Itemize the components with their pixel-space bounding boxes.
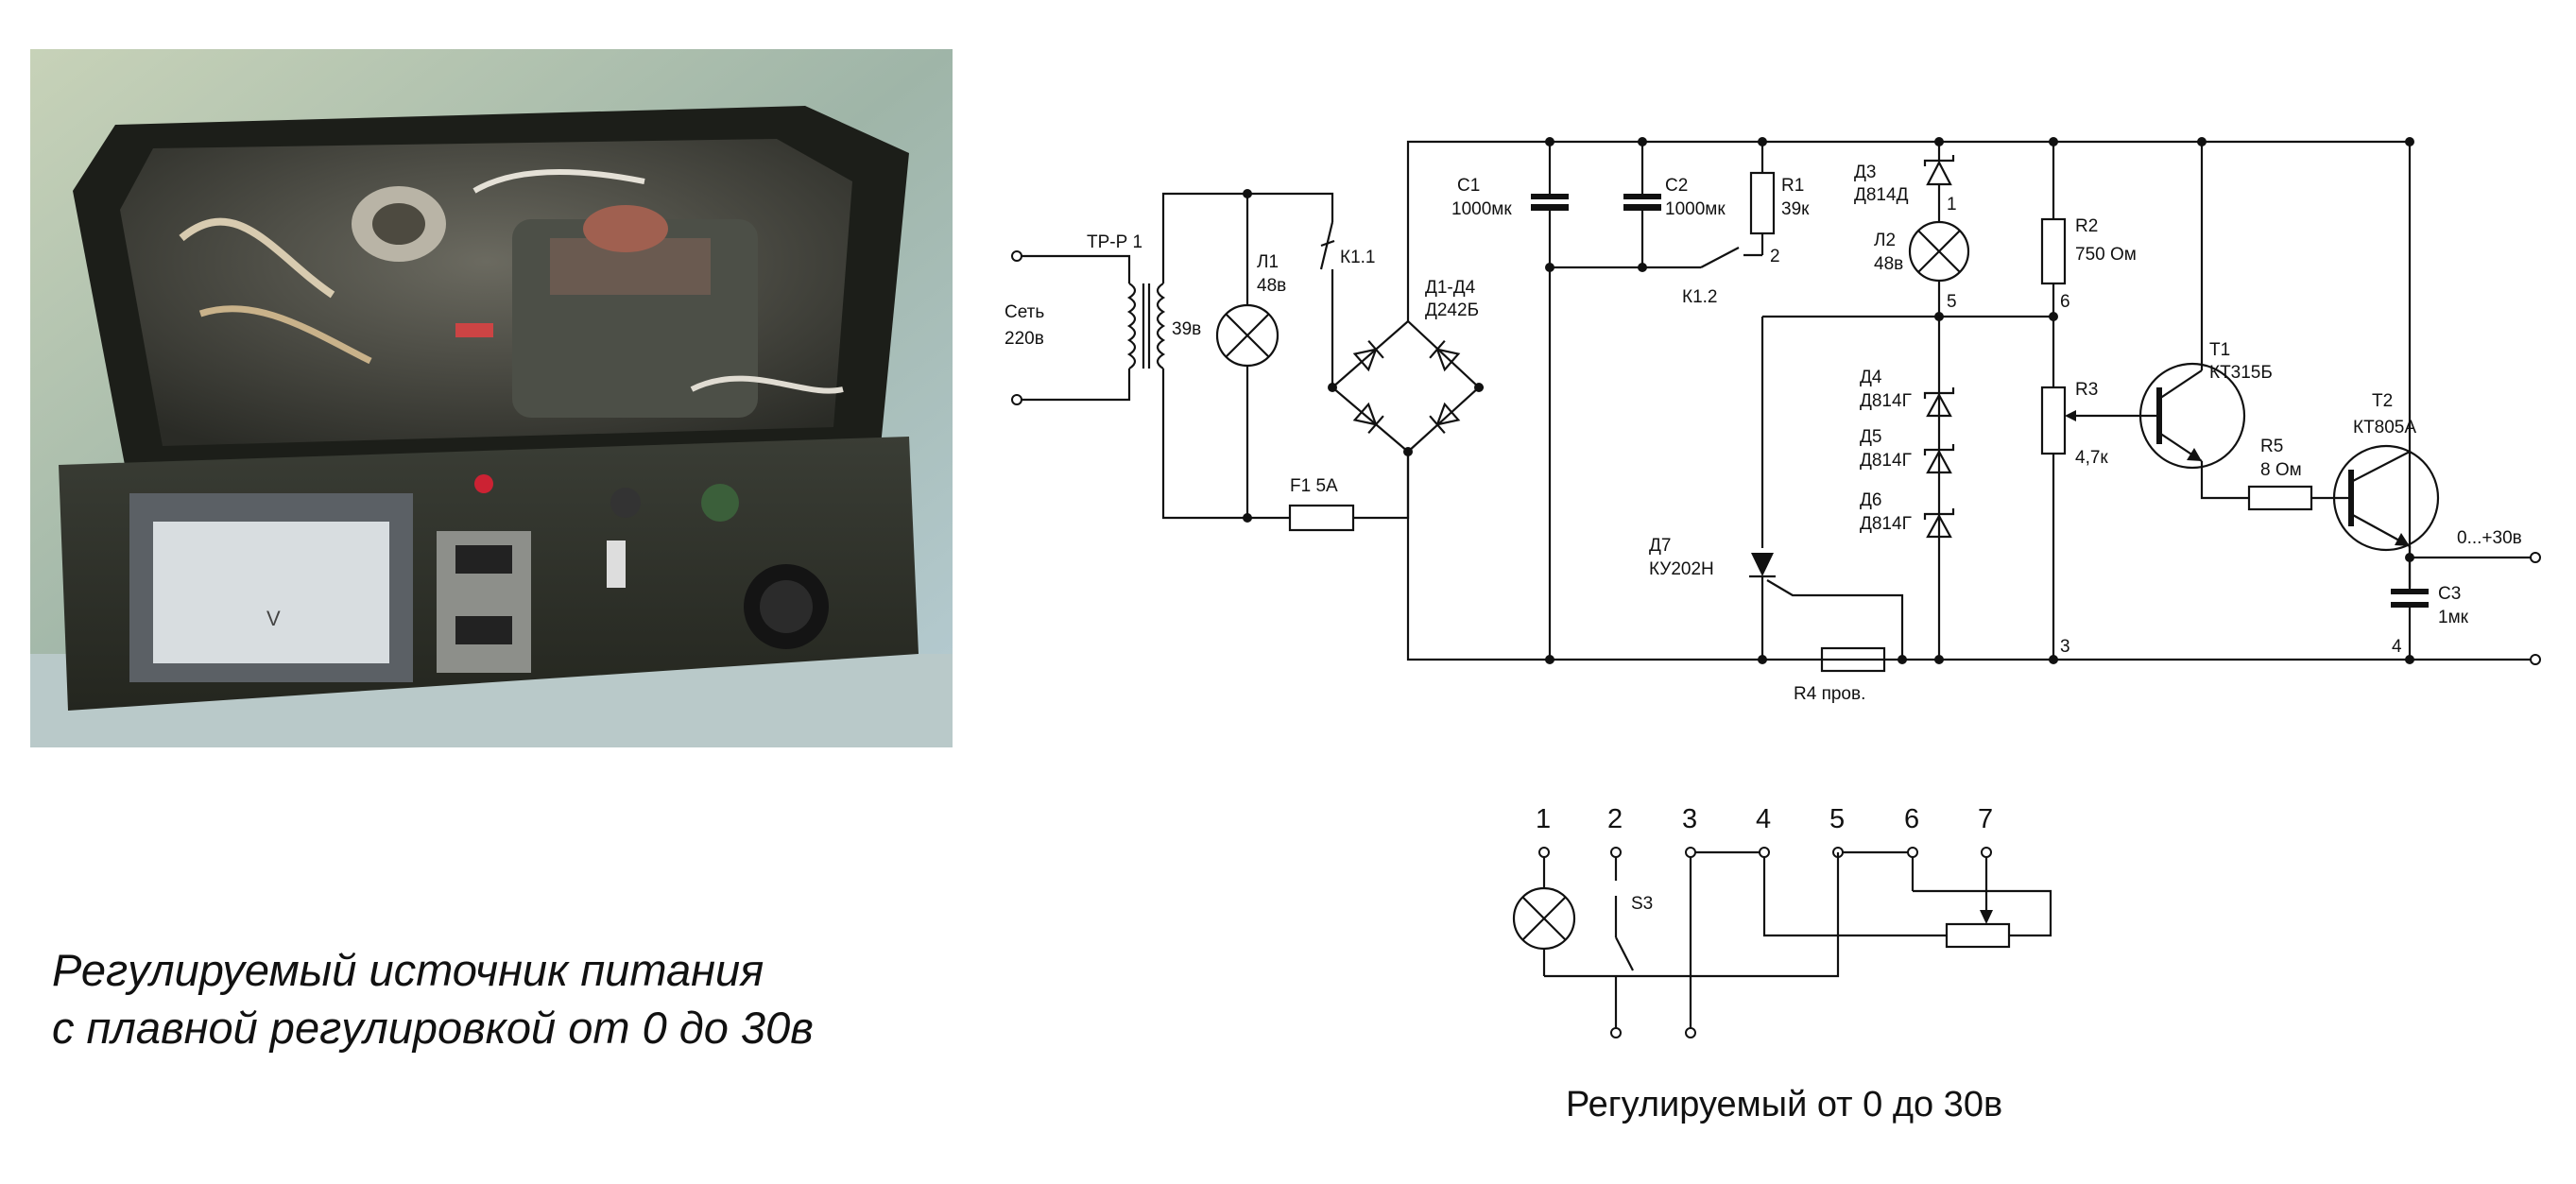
c1-value: 1000мк <box>1451 199 1512 219</box>
d4-type: Д814Г <box>1860 391 1912 411</box>
potentiometer-r3: R3 4,7к 3 <box>2040 380 2121 664</box>
diode-bridge: Д1-Д4 Д242Б <box>1328 278 1484 456</box>
resistor-r4: R4 пров. <box>1758 646 1907 704</box>
zener-d5: Д5 Д814Г <box>1860 427 1955 474</box>
r3-value: 4,7к <box>2075 448 2108 468</box>
r5-value: 8 Ом <box>2260 460 2302 480</box>
caption-line-1: Регулируемый источник питания <box>52 945 764 995</box>
node-6: 6 <box>2060 292 2070 312</box>
mains-label-2: 220в <box>1005 329 1044 349</box>
connector-caption: Регулируемый от 0 до 30в <box>1566 1085 2003 1124</box>
resistor-r5: R5 8 Ом <box>2247 437 2348 511</box>
output-label: 0...+30в <box>2457 528 2522 548</box>
capacitor-c1: С1 1000мк <box>1451 137 1569 664</box>
thyristor-d7: Д7 КУ202Н <box>1649 536 1904 660</box>
connector-diagram: 1 2 3 4 5 6 7 S3 <box>1512 804 2052 1038</box>
r4-label: R4 пров. <box>1794 684 1865 704</box>
k12-label: К1.2 <box>1682 287 1717 307</box>
c3-name: С3 <box>2438 584 2461 604</box>
l1-value: 48в <box>1257 276 1286 296</box>
pin-2: 2 <box>1607 804 1623 834</box>
l2-name: Л2 <box>1874 231 1896 250</box>
r1-value: 39к <box>1781 199 1810 219</box>
zener-d3: Д3 Д814Д 1 <box>1854 137 1957 222</box>
node-2: 2 <box>1770 247 1780 266</box>
c2-name: С2 <box>1665 176 1688 196</box>
resistor-r1: R1 39к 2 <box>1749 137 1810 266</box>
node-4: 4 <box>2392 637 2402 657</box>
s3-label: S3 <box>1631 894 1653 914</box>
capacitor-c3: С3 1мк 4 0...+30в <box>2391 528 2541 664</box>
caption: Регулируемый источник питания с плавной … <box>52 941 814 1056</box>
d7-type: КУ202Н <box>1649 559 1714 579</box>
relay-contact-k11: К1.1 <box>1319 221 1375 387</box>
node-5: 5 <box>1947 292 1957 312</box>
lamp-l2: Л2 48в 5 <box>1874 220 1970 378</box>
resistor-r2: R2 750 Ом 6 <box>2040 137 2137 387</box>
bridge-name: Д1-Д4 <box>1425 278 1476 298</box>
c1-name: С1 <box>1457 176 1480 196</box>
d7-name: Д7 <box>1649 536 1671 556</box>
lamp-l1: Л1 48в <box>1215 252 1286 368</box>
d4-name: Д4 <box>1860 368 1882 387</box>
caption-line-2: с плавной регулировкой от 0 до 30в <box>52 1003 814 1054</box>
device-photo: V <box>30 49 953 747</box>
mains-input: Сеть 220в <box>1005 250 1131 405</box>
t1-type: КТ315Б <box>2209 363 2273 383</box>
r3-name: R3 <box>2075 380 2098 400</box>
fuse-label: F1 5А <box>1290 476 1338 496</box>
relay-contact-k12: К1.2 <box>1642 247 1762 307</box>
r2-name: R2 <box>2075 216 2098 236</box>
transistor-t1: T1 КТ315Б <box>2121 137 2273 500</box>
secondary-voltage: 39в <box>1172 319 1201 339</box>
bridge-type: Д242Б <box>1425 300 1479 320</box>
r5-name: R5 <box>2260 437 2283 456</box>
fuse-f1: F1 5А <box>1288 452 1410 532</box>
meter-letter: V <box>266 607 281 630</box>
l2-value: 48в <box>1874 254 1903 274</box>
pin-7: 7 <box>1978 804 1993 834</box>
mains-label-1: Сеть <box>1005 302 1044 322</box>
pin-5: 5 <box>1829 804 1845 834</box>
k11-label: К1.1 <box>1340 248 1375 267</box>
c2-value: 1000мк <box>1665 199 1726 219</box>
node-1: 1 <box>1947 195 1957 214</box>
pin-1: 1 <box>1536 804 1551 834</box>
capacitor-c2: С2 1000мк <box>1623 137 1726 272</box>
t2-name: T2 <box>2372 391 2393 411</box>
t1-name: T1 <box>2209 340 2230 360</box>
d3-name: Д3 <box>1854 163 1876 182</box>
r2-value: 750 Ом <box>2075 245 2137 265</box>
transformer-tr1: ТР-Р 1 39в <box>1087 232 1201 369</box>
pin-4: 4 <box>1756 804 1771 834</box>
pin-3: 3 <box>1682 804 1697 834</box>
pin-6: 6 <box>1904 804 1919 834</box>
d5-type: Д814Г <box>1860 451 1912 471</box>
d6-name: Д6 <box>1860 490 1881 510</box>
d5-name: Д5 <box>1860 427 1881 447</box>
r1-name: R1 <box>1781 176 1804 196</box>
node-3: 3 <box>2060 637 2070 657</box>
t2-type: КТ805А <box>2353 418 2416 438</box>
c3-value: 1мк <box>2438 608 2469 627</box>
d3-type: Д814Д <box>1854 185 1909 205</box>
transistor-t2: T2 КТ805А <box>2332 137 2440 552</box>
d6-type: Д814Г <box>1860 514 1912 534</box>
l1-name: Л1 <box>1257 252 1279 272</box>
transformer-label: ТР-Р 1 <box>1087 232 1142 252</box>
